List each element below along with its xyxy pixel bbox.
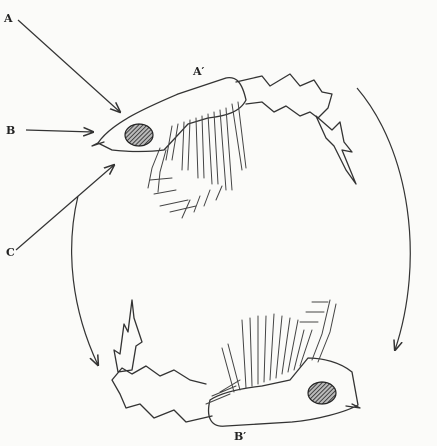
label-b: B [6, 124, 15, 137]
label-a: A [3, 12, 13, 25]
lower-abdomen [112, 366, 212, 422]
upper-legs [148, 102, 246, 218]
animal-lower [112, 300, 360, 426]
label-c: C [6, 246, 15, 259]
upper-tail-fan [316, 116, 356, 184]
lower-eye [308, 382, 336, 404]
pointer-b [26, 130, 93, 132]
pointer-a [18, 20, 120, 112]
cycle-arrow-right [357, 88, 410, 350]
upper-abdomen [236, 74, 332, 118]
lower-tail-fan [114, 300, 142, 372]
upper-eye [125, 124, 153, 146]
upper-carapace [98, 78, 246, 152]
label-a-prime: A′ [192, 65, 205, 78]
animal-upper [92, 74, 356, 218]
cycle-arrow-left [72, 196, 98, 365]
pointer-c [16, 165, 114, 250]
label-b-prime: B′ [234, 430, 246, 443]
